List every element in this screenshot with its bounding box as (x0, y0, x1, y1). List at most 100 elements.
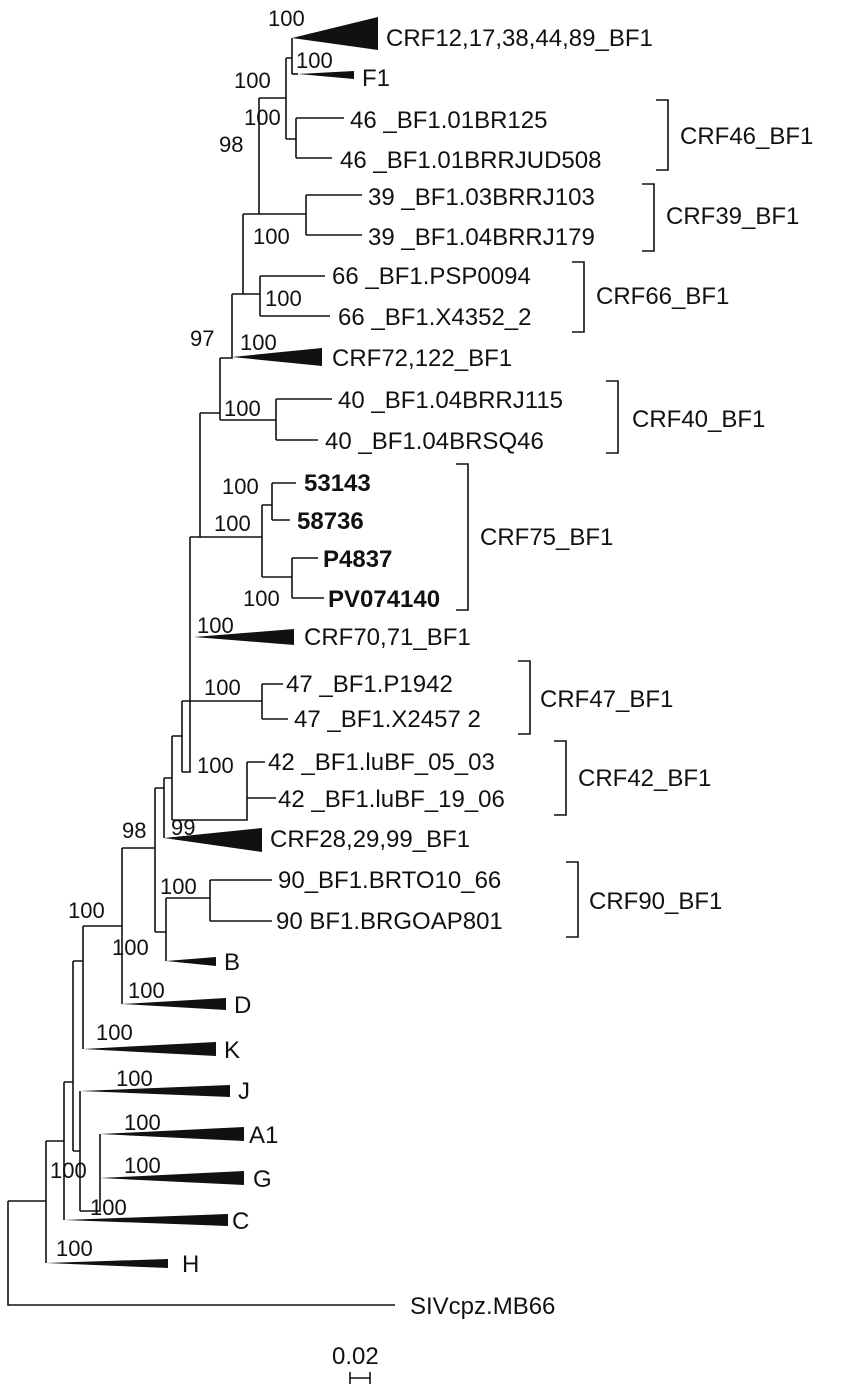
collapsed-clade-crf12 (292, 17, 378, 50)
scale-bar-label: 0.02 (332, 1343, 379, 1370)
taxon-46b: 46 _BF1.01BRRJUD508 (340, 147, 601, 174)
bootstrap-value: 100 (197, 613, 234, 638)
taxon-crf28: CRF28,29,99_BF1 (270, 826, 470, 853)
clade-crf42: CRF42_BF1 (578, 765, 711, 792)
clade-crf39: CRF39_BF1 (666, 203, 799, 230)
taxon-66b: 66 _BF1.X4352_2 (338, 304, 532, 331)
taxon-crf12: CRF12,17,38,44,89_BF1 (386, 25, 653, 52)
bracket-crf39 (642, 183, 655, 252)
bootstrap-value: 98 (219, 132, 243, 157)
taxon-a1: A1 (249, 1122, 278, 1149)
scale-bar-line (349, 1372, 371, 1384)
taxon-d: D (234, 992, 251, 1019)
bracket-crf75 (456, 463, 469, 611)
clade-crf66: CRF66_BF1 (596, 283, 729, 310)
collapsed-clades (46, 17, 378, 1268)
bootstrap-value: 100 (244, 105, 281, 130)
collapsed-clade-a1 (100, 1127, 244, 1141)
collapsed-clade-j (80, 1085, 230, 1097)
bootstrap-value: 100 (240, 330, 277, 355)
taxon-90b: 90 BF1.BRGOAP801 (276, 908, 503, 935)
taxon-f1: F1 (362, 65, 390, 92)
taxon-g: G (253, 1166, 272, 1193)
clade-labels: CRF46_BF1 CRF39_BF1 CRF66_BF1 CRF40_BF1 … (480, 123, 813, 915)
bootstrap-value: 100 (268, 6, 305, 31)
scale-bar: 0.02 (332, 1343, 379, 1384)
taxon-47a: 47 _BF1.P1942 (286, 671, 453, 698)
collapsed-clade-b (166, 957, 216, 966)
bootstrap-value: 98 (122, 818, 146, 843)
taxon-42a: 42 _BF1.luBF_05_03 (268, 749, 495, 776)
taxon-40b: 40 _BF1.04BRSQ46 (325, 428, 544, 455)
taxon-p4837: P4837 (323, 546, 392, 573)
clade-crf90: CRF90_BF1 (589, 888, 722, 915)
bootstrap-value: 97 (190, 326, 214, 351)
bracket-crf40 (606, 380, 619, 454)
bracket-crf90 (566, 861, 579, 938)
collapsed-clade-crf70 (194, 629, 294, 645)
taxon-47b: 47 _BF1.X2457 2 (294, 706, 481, 733)
clade-crf75: CRF75_BF1 (480, 524, 613, 551)
collapsed-clade-crf72 (232, 348, 322, 366)
taxon-39a: 39 _BF1.03BRRJ103 (368, 184, 595, 211)
taxon-b: B (224, 949, 240, 976)
bootstrap-value: 100 (116, 1066, 153, 1091)
taxon-42b: 42 _BF1.luBF_19_06 (278, 786, 505, 813)
bootstrap-value: 100 (50, 1158, 87, 1183)
clade-brackets (456, 99, 669, 938)
bootstrap-value: 100 (96, 1020, 133, 1045)
taxon-labels: CRF12,17,38,44,89_BF1 F1 46 _BF1.01BR125… (182, 25, 653, 1320)
bootstrap-value: 100 (234, 68, 271, 93)
bootstrap-value: 100 (224, 396, 261, 421)
clade-crf46: CRF46_BF1 (680, 123, 813, 150)
collapsed-clade-h (46, 1259, 168, 1268)
bootstrap-value: 100 (112, 935, 149, 960)
bracket-crf66 (572, 261, 585, 333)
collapsed-clade-c (64, 1214, 228, 1226)
taxon-c: C (232, 1208, 249, 1235)
taxon-k: K (224, 1037, 240, 1064)
taxon-66a: 66 _BF1.PSP0094 (332, 263, 531, 290)
taxon-pv074140: PV074140 (328, 586, 440, 613)
taxon-46a: 46 _BF1.01BR125 (350, 107, 547, 134)
collapsed-clade-g (100, 1171, 244, 1185)
bootstrap-value: 100 (243, 586, 280, 611)
taxon-crf72: CRF72,122_BF1 (332, 345, 512, 372)
tree-branches (7, 38, 395, 1306)
bootstrap-value: 100 (296, 48, 333, 73)
bootstrap-value: 99 (171, 815, 195, 840)
collapsed-clade-crf28 (164, 828, 262, 852)
bootstrap-value: 100 (222, 474, 259, 499)
taxon-90a: 90_BF1.BRTO10_66 (278, 867, 501, 894)
bootstrap-value: 100 (214, 511, 251, 536)
bootstrap-value: 100 (124, 1153, 161, 1178)
taxon-40a: 40 _BF1.04BRRJ115 (338, 387, 563, 414)
taxon-crf70: CRF70,71_BF1 (304, 624, 471, 651)
collapsed-clade-f1 (298, 71, 354, 79)
clade-crf40: CRF40_BF1 (632, 406, 765, 433)
taxon-53143: 53143 (304, 470, 371, 497)
bracket-crf46 (656, 99, 669, 171)
bracket-crf47 (518, 660, 531, 735)
bracket-crf42 (554, 740, 567, 816)
bootstrap-value: 100 (124, 1110, 161, 1135)
bootstrap-values: 100 100 100 100 98 100 100 97 100 100 10… (50, 6, 333, 1261)
bootstrap-value: 100 (265, 286, 302, 311)
taxon-39b: 39 _BF1.04BRRJ179 (368, 224, 595, 251)
collapsed-clade-k (83, 1042, 216, 1056)
bootstrap-value: 100 (160, 874, 197, 899)
bootstrap-value: 100 (90, 1195, 127, 1220)
taxon-siv: SIVcpz.MB66 (410, 1293, 555, 1320)
taxon-h: H (182, 1251, 199, 1278)
collapsed-clade-d (122, 998, 226, 1010)
bootstrap-value: 100 (68, 898, 105, 923)
clade-crf47: CRF47_BF1 (540, 686, 673, 713)
bootstrap-value: 100 (128, 978, 165, 1003)
taxon-58736: 58736 (297, 508, 364, 535)
bootstrap-value: 100 (56, 1236, 93, 1261)
taxon-j: J (238, 1078, 250, 1105)
bootstrap-value: 100 (197, 753, 234, 778)
bootstrap-value: 100 (204, 675, 241, 700)
